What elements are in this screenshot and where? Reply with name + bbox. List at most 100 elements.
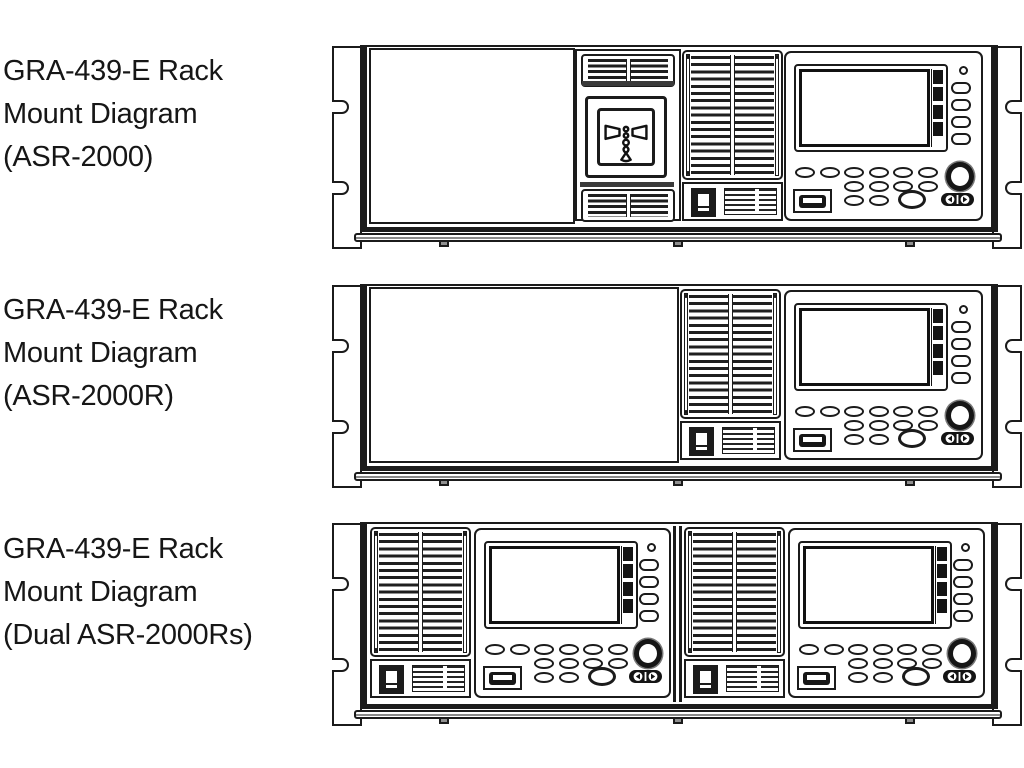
nav-buttons (941, 193, 974, 206)
usb-connector (489, 672, 516, 685)
function-button (819, 406, 840, 417)
outlet-shadow-band (580, 182, 674, 187)
fkey-strip (935, 546, 947, 624)
spec-label-column-gap (754, 189, 759, 214)
rotary-knob (946, 162, 974, 191)
rocker-divider (698, 206, 709, 208)
function-button (844, 167, 864, 178)
rocker-power-switch (691, 188, 716, 217)
spec-label (722, 427, 775, 454)
function-button (917, 181, 938, 192)
vent-rail-right (777, 531, 781, 653)
function-button (868, 195, 889, 206)
function-button (868, 434, 889, 445)
function-button (558, 672, 579, 683)
rack-ear-left (332, 46, 362, 249)
outlet-socket (597, 108, 655, 166)
vent-slats-left (689, 295, 728, 413)
spec-label-column-gap (756, 666, 761, 691)
usb-port (793, 428, 832, 452)
title-line: Mount Diagram (3, 98, 198, 130)
function-button (819, 167, 840, 178)
soft-key (951, 355, 971, 367)
mounting-slot (332, 420, 349, 434)
mounting-slot (1005, 100, 1022, 114)
soft-key (953, 610, 973, 622)
right-arrow-icon (963, 435, 968, 442)
soft-key (953, 576, 973, 588)
vent-center-divider (728, 294, 733, 414)
vent-screw (374, 648, 378, 652)
power-led (647, 543, 656, 552)
function-button (872, 672, 893, 683)
power-switch-module (370, 659, 471, 698)
outlet-vent-slats (630, 194, 668, 217)
vent-screw (773, 294, 777, 298)
function-button (844, 406, 864, 417)
function-button (558, 644, 579, 655)
mounting-slot (1005, 658, 1022, 672)
rack-body (360, 45, 998, 232)
rack-diagram-asr-2000 (332, 45, 1022, 257)
lcd-display (484, 541, 638, 629)
function-button (848, 658, 868, 669)
usb-connector (799, 195, 826, 208)
title-block-dual-asr-2000rs: GRA-439-E Rack Mount Diagram (Dual ASR-2… (3, 528, 323, 657)
left-arrow-icon (949, 673, 954, 680)
vent-screw (686, 55, 690, 59)
function-button (607, 644, 628, 655)
usb-connector (799, 434, 826, 447)
rail-tab (905, 479, 915, 486)
vent-slats-left (691, 56, 730, 174)
rail-tab (673, 717, 683, 724)
vent-rail-right (775, 54, 779, 176)
power-led (961, 543, 970, 552)
blank-panel (369, 287, 679, 463)
instrument-panel (788, 528, 985, 698)
function-button (534, 644, 554, 655)
rocker-face (695, 432, 708, 451)
soft-key (639, 559, 659, 571)
rocker-face (385, 670, 398, 689)
mounting-slot (1005, 339, 1022, 353)
title-line: GRA-439-E Rack (3, 55, 223, 87)
enter-button (898, 429, 926, 448)
enter-button (902, 667, 930, 686)
usb-tongue (803, 198, 822, 203)
mounting-slot (1005, 181, 1022, 195)
function-button (795, 167, 815, 178)
left-arrow-icon (947, 435, 952, 442)
mounting-slot (332, 658, 349, 672)
lcd-screen (799, 308, 930, 386)
title-line: Mount Diagram (3, 576, 198, 608)
vent-screw (684, 294, 688, 298)
spec-label (412, 665, 465, 692)
function-button (848, 644, 868, 655)
vent-slats-left (693, 533, 732, 651)
rail-tab (439, 717, 449, 724)
fkey-tab (937, 599, 947, 614)
mounting-slot (332, 577, 349, 591)
lcd-display (794, 303, 948, 391)
vent-center-divider (418, 532, 423, 652)
vent-screw (463, 532, 467, 536)
fkey-tab (623, 547, 633, 561)
title-line: GRA-439-E Rack (3, 533, 223, 565)
vent-slats-left (379, 533, 418, 651)
vent-slats-right (423, 533, 462, 651)
fkey-tab (933, 70, 943, 84)
vent-grille (680, 289, 781, 419)
soft-key (951, 372, 971, 384)
usb-port (483, 666, 522, 690)
instrument-panel (474, 528, 671, 698)
title-line: Mount Diagram (3, 337, 198, 369)
function-button (868, 167, 889, 178)
blank-panel (369, 48, 575, 224)
vent-rail-right (773, 293, 777, 415)
mounting-slot (1005, 420, 1022, 434)
spec-label-column-gap (752, 428, 757, 453)
function-button (534, 658, 554, 669)
function-button (485, 644, 505, 655)
rotary-knob (634, 639, 662, 668)
